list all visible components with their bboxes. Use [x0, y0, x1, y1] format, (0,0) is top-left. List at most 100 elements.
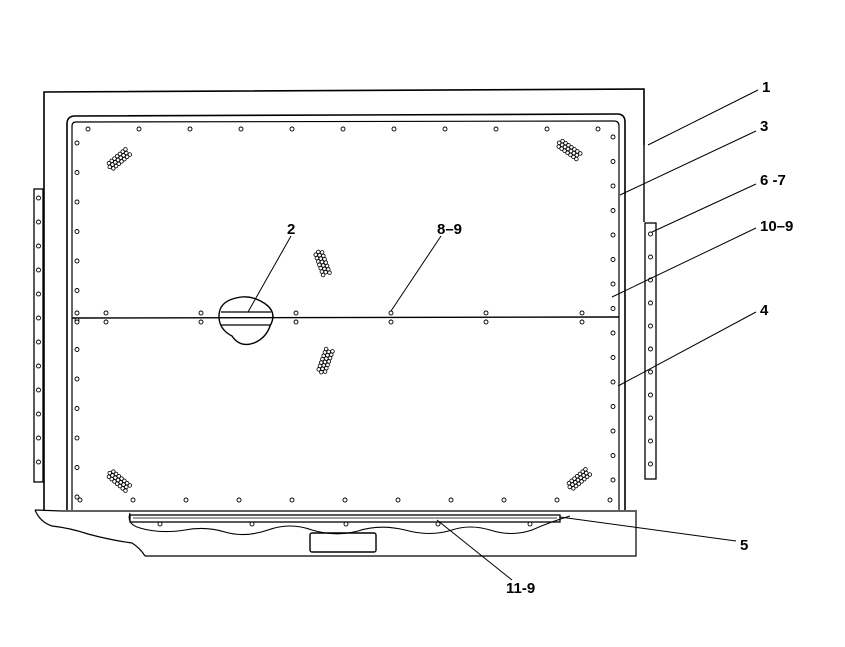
mesh-patch — [556, 138, 583, 162]
rivet-hole — [74, 435, 80, 441]
leader-3 — [619, 130, 757, 196]
leader-10-9 — [611, 227, 757, 298]
rivet-hole — [74, 288, 80, 293]
rivet-hole — [293, 319, 299, 325]
rivet-hole — [236, 497, 242, 503]
mesh-patch — [313, 249, 332, 278]
base-break-left — [34, 509, 146, 557]
callout-11-9: 11-9 — [506, 580, 535, 597]
rivet-hole — [74, 494, 80, 500]
rivet-hole — [36, 387, 41, 393]
cutaway-opening — [218, 296, 274, 346]
leader-1 — [647, 89, 759, 146]
rivet-hole — [544, 126, 550, 132]
rivet-hole — [36, 315, 41, 321]
rivet-hole — [448, 497, 454, 503]
rivet-hole — [595, 126, 601, 132]
base-break-line — [34, 509, 637, 512]
rivet-hole — [483, 310, 489, 316]
rivet-hole — [183, 497, 189, 503]
callout-1: 1 — [762, 79, 770, 96]
callout-3: 3 — [760, 118, 768, 135]
rivet-hole — [648, 254, 653, 260]
mesh-patches — [106, 138, 593, 493]
rivet-hole — [435, 521, 441, 527]
leader-4 — [617, 311, 757, 387]
base-break-bottom — [145, 512, 637, 557]
panel-split-line — [71, 316, 620, 319]
rivet-hole — [36, 435, 41, 441]
leader-11-9 — [436, 519, 513, 581]
leader-5 — [559, 516, 737, 542]
rivet-hole — [527, 521, 533, 527]
rivet-hole — [36, 411, 41, 417]
rivet-hole — [249, 521, 255, 527]
outer-frame — [43, 88, 645, 510]
rivet-hole — [187, 126, 193, 132]
rivet-hole — [648, 438, 653, 444]
rivet-hole — [74, 406, 80, 411]
rivet-hole — [610, 208, 616, 213]
rivet-hole — [648, 415, 653, 421]
rivet-hole — [74, 465, 80, 470]
rivet-hole — [343, 521, 349, 527]
rivet-hole — [74, 199, 80, 205]
mesh-patch — [316, 346, 335, 375]
rivet-hole — [648, 323, 653, 329]
inner-panel-frame — [66, 113, 626, 510]
callout-labels: 1 3 6 -7 10–9 4 2 8–9 5 11-9 — [287, 79, 793, 597]
rivet-hole — [103, 319, 109, 325]
rivet-hole — [74, 170, 80, 175]
mesh-patch — [106, 469, 133, 493]
rivet-hole — [610, 404, 616, 409]
rivet-hole — [648, 369, 653, 375]
rivet-hole — [395, 497, 401, 503]
base-wavy-inner — [128, 512, 571, 536]
rivet-hole — [579, 310, 585, 316]
rivet-hole — [501, 497, 507, 503]
rivet-hole — [289, 126, 295, 132]
rivet-hole — [610, 257, 616, 262]
rivet-hole — [342, 497, 348, 503]
rivet-hole — [85, 126, 91, 132]
rivet-hole — [610, 355, 616, 360]
bottom-slot — [309, 532, 377, 553]
rivet-hole — [610, 477, 616, 483]
rivet-hole — [610, 306, 616, 311]
rivet-hole — [74, 347, 80, 352]
rivet-hole — [610, 183, 616, 189]
rivet-hole — [103, 310, 109, 316]
rivet-hole — [483, 319, 489, 325]
rivet-hole — [198, 319, 204, 325]
rivet-hole — [36, 195, 41, 201]
rivet-hole — [157, 521, 163, 527]
rivet-hole — [340, 126, 346, 132]
bottom-rail — [129, 514, 561, 523]
rivet-hole — [442, 126, 448, 132]
callout-4: 4 — [760, 302, 769, 319]
rivet-hole — [130, 497, 136, 503]
rivet-hole — [648, 231, 653, 237]
rivet-hole — [238, 126, 244, 132]
callout-8-9: 8–9 — [437, 221, 462, 238]
rivet-hole — [74, 319, 80, 325]
rivet-hole — [74, 140, 80, 146]
rivet-hole — [607, 497, 613, 503]
rivet-holes — [36, 126, 653, 527]
rivet-hole — [36, 291, 41, 297]
left-mounting-strip — [33, 188, 44, 483]
rivet-hole — [36, 339, 41, 345]
rivet-hole — [36, 363, 41, 369]
rivet-hole — [579, 319, 585, 325]
rivet-hole — [554, 497, 560, 503]
rivet-hole — [391, 126, 397, 132]
rivet-hole — [74, 376, 80, 382]
leader-2 — [247, 235, 292, 313]
rivet-hole — [610, 159, 616, 164]
leader-6-7 — [651, 183, 757, 233]
rivet-hole — [74, 310, 80, 316]
rivet-hole — [648, 392, 653, 398]
inner-panel-inset — [71, 120, 620, 510]
rivet-hole — [77, 497, 83, 503]
